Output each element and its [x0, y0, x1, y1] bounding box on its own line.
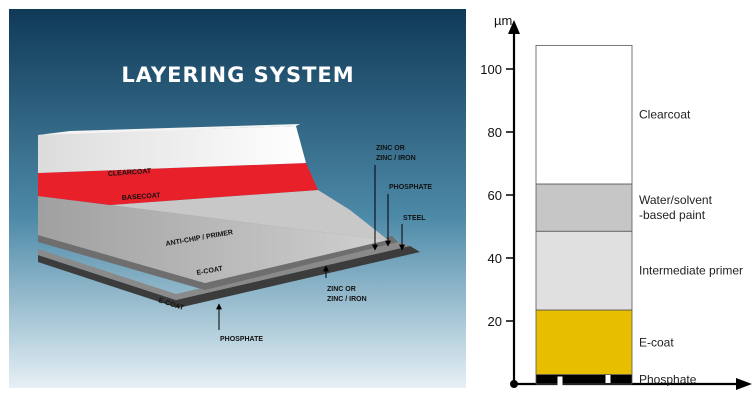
axis-origin-dot — [510, 380, 518, 388]
segment-label: Water/solvent-based paint — [639, 193, 713, 222]
segment-label: Intermediate primer — [639, 264, 743, 278]
segment-label: Clearcoat — [639, 108, 691, 122]
clearcoat-layer — [38, 126, 306, 173]
down-arrow-icon — [553, 376, 567, 394]
y-tick-label: 20 — [488, 314, 502, 329]
label-zinc-top-line2: ZINC / IRON — [376, 155, 416, 162]
label-basecoat: BASECOAT — [122, 192, 162, 202]
bar-segment-intermediate-primer — [535, 230, 633, 311]
label-zinc-top-line1: ZINC OR — [376, 145, 405, 152]
layering-illustration: LAYERING SYSTEM CLEARCOAT BASECOAT ANTI-… — [9, 9, 466, 388]
y-tick-label: 40 — [488, 251, 502, 266]
bar-segment-phosphate — [535, 374, 633, 385]
y-axis-unit: µm — [494, 13, 512, 28]
label-phosphate-bottom: PHOSPHATE — [220, 336, 263, 343]
y-tick-label: 80 — [488, 125, 502, 140]
primer-slope — [110, 190, 388, 240]
y-axis-arrowhead — [508, 20, 520, 34]
label-clearcoat: CLEARCOAT — [108, 168, 153, 178]
thickness-chart: µm 20 40 60 80 100 Phosphate E-coat Intermedia… — [480, 13, 752, 394]
bar-segment-water-solvent-based-paint — [535, 183, 633, 232]
clearcoat-top — [38, 124, 300, 135]
steel-layer-top — [38, 242, 410, 300]
steel-layer — [38, 246, 420, 308]
basecoat-layer — [38, 163, 318, 205]
illustration-title: LAYERING SYSTEM — [121, 63, 354, 87]
label-steel: STEEL — [403, 215, 426, 222]
y-tick-label: 100 — [480, 62, 502, 77]
bar-segment-clearcoat — [535, 44, 633, 185]
label-zinc-bottom-line2: ZINC / IRON — [327, 296, 367, 303]
label-zinc-bottom-line1: ZINC OR — [327, 286, 356, 293]
segment-label: E-coat — [639, 335, 674, 349]
primer-layer — [38, 196, 388, 283]
segment-label: Phosphate — [639, 372, 697, 386]
label-ecoat-front: E-COAT — [196, 265, 224, 277]
bar-segment-e-coat — [535, 309, 633, 375]
y-tick-label: 60 — [488, 188, 502, 203]
label-phosphate-top: PHOSPHATE — [389, 184, 432, 191]
ecoat-layer — [38, 235, 398, 290]
x-axis-arrowhead — [736, 378, 752, 390]
